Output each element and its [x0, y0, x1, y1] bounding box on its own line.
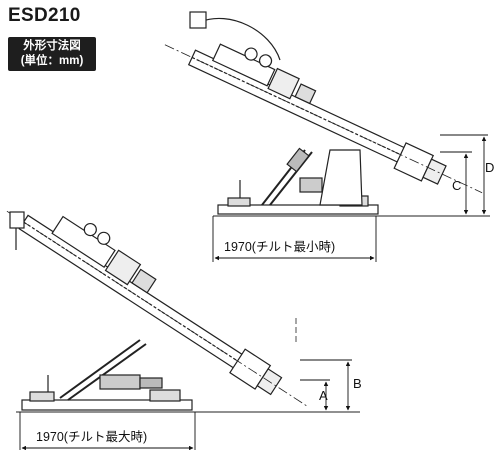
model-title: ESD210 — [8, 5, 81, 26]
machine-max-tilt — [6, 210, 360, 413]
support-strut-lower — [59, 339, 141, 399]
badge-line-1: 外形寸法図 — [23, 40, 81, 52]
foot-lower-left — [29, 391, 55, 402]
dim-b-label: B — [353, 376, 362, 391]
dim-c-d — [440, 134, 488, 215]
width-label-upper: 1970(チルト最小時) — [224, 240, 335, 254]
dim-width-upper — [212, 216, 377, 262]
unit-badge: 外形寸法図 (単位：mm) — [8, 37, 96, 71]
foot-lower-right — [149, 389, 181, 402]
feed-boom-upper — [164, 43, 483, 194]
dim-a-label: A — [319, 388, 328, 403]
width-label-lower: 1970(チルト最大時) — [36, 430, 147, 444]
cylinder-upper — [286, 147, 310, 173]
machine-min-tilt — [164, 11, 490, 217]
base-frame-upper — [217, 204, 379, 215]
slew-base-upper — [319, 149, 363, 206]
foot-upper-left — [227, 197, 251, 207]
base-frame-lower — [21, 399, 193, 411]
dim-a-b — [300, 359, 352, 411]
feed-boom-lower — [6, 210, 310, 408]
cylinder-lower — [99, 374, 141, 390]
swivel-upper — [189, 11, 207, 29]
swivel-lower — [9, 211, 25, 229]
dim-d-label: D — [485, 160, 494, 175]
dim-c-label: C — [452, 178, 461, 193]
badge-line-2: (単位：mm) — [20, 55, 84, 67]
dim-width-lower — [19, 412, 196, 450]
